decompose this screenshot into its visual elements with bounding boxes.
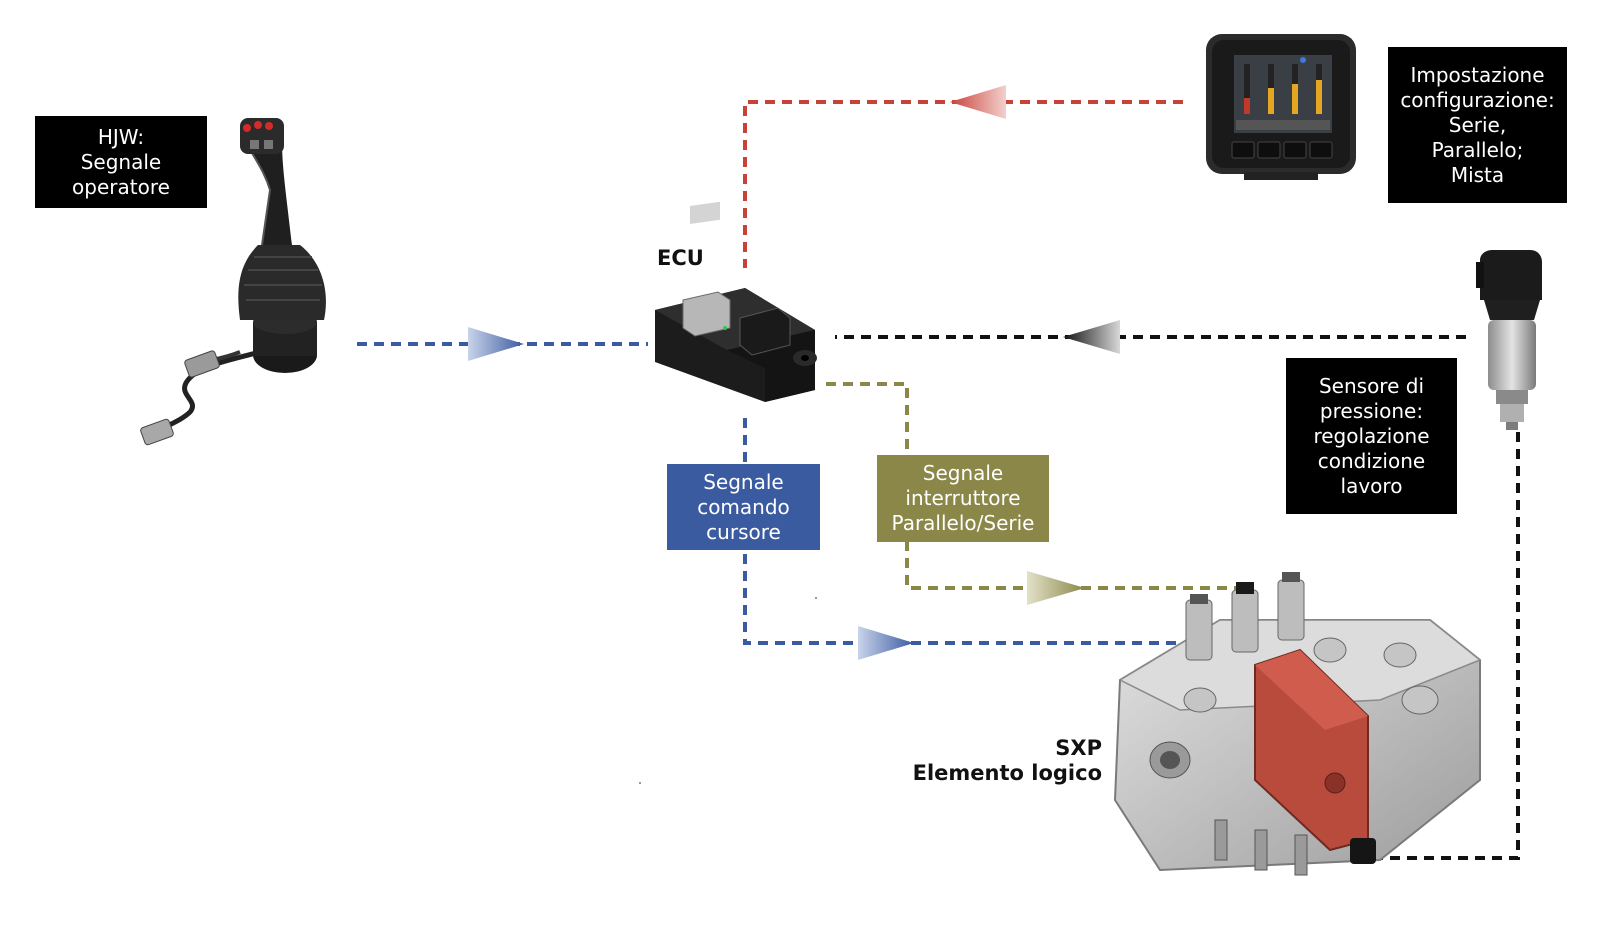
display-label: Impostazione configurazione: Serie, Para… [1388, 47, 1567, 203]
stray-dot [639, 782, 641, 784]
joystick-icon [140, 118, 326, 446]
display-to-ecu-line [743, 85, 1183, 268]
switch-signal-label: Segnale interruttore Parallelo/Serie [877, 455, 1049, 542]
ecu-to-valve-switch-line [826, 382, 1238, 605]
valve-label: SXP Elemento logico [912, 736, 1102, 785]
ecu-module-icon [655, 201, 817, 402]
joystick-label: HJW: Segnale operatore [35, 116, 207, 208]
stray-dot [815, 597, 817, 599]
valve-block-icon [1113, 572, 1482, 876]
pressure-sensor-label: Sensore di pressione: regolazione condiz… [1286, 358, 1457, 514]
joystick-to-ecu-line [357, 327, 648, 361]
spool-signal-label: Segnale comando cursore [667, 464, 820, 550]
display-panel-icon [1206, 34, 1356, 180]
pressure-sensor-icon [1476, 250, 1542, 430]
sensor-to-ecu-line [835, 320, 1466, 354]
ecu-label: ECU [657, 246, 704, 270]
sensor-to-valve-line [1372, 432, 1520, 860]
